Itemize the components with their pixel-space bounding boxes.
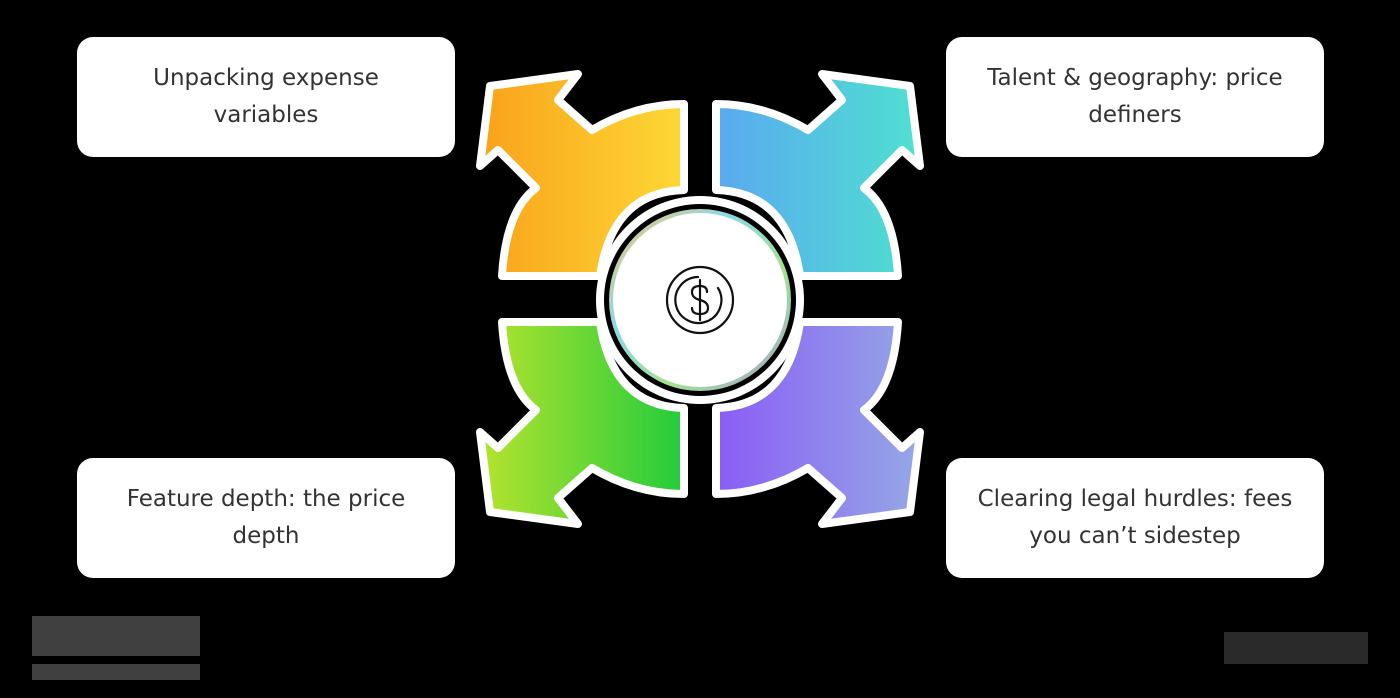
label-text: Talent & geography: price definers [987,65,1283,128]
label-box-top-right: Talent & geography: price definers [946,37,1324,157]
logo-tagline-block [32,664,200,680]
label-box-bottom-left: Feature depth: the price depth [77,458,455,578]
arrow-bottom-left [476,318,688,528]
label-text: Clearing legal hurdles: fees you can’t s… [977,486,1293,549]
logo-wordmark-block [32,616,200,656]
arrow-bottom-right [712,318,924,528]
label-box-bottom-right: Clearing legal hurdles: fees you can’t s… [946,458,1324,578]
brand-logo-right [1224,632,1368,664]
dollar-coin-icon [665,265,735,335]
label-text: Unpacking expense variables [153,65,379,128]
label-text: Feature depth: the price depth [126,486,406,549]
arrow-top-right [712,70,924,280]
label-box-top-left: Unpacking expense variables [77,37,455,157]
arrow-top-left [476,70,688,280]
brand-logo-left [32,616,200,680]
